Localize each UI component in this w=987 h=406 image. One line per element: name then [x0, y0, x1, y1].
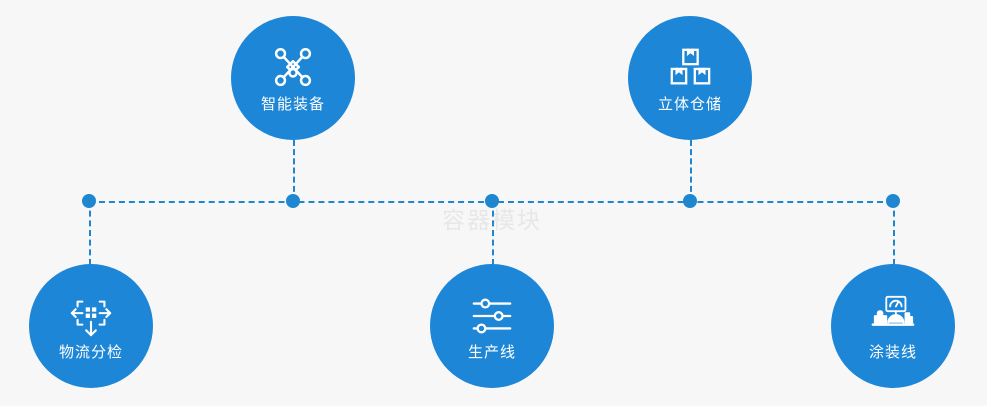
sliders-icon [468, 293, 516, 339]
watermark-label: 容器模块 [442, 207, 542, 233]
connector-production-line [492, 201, 494, 265]
node-smart-equipment[interactable]: 智能装备 [231, 16, 355, 140]
connector-stereoscopic-warehouse [690, 140, 692, 201]
connector-smart-equipment [293, 140, 295, 201]
junction-dot-painting-line [886, 194, 900, 208]
node-label-smart-equipment: 智能装备 [260, 95, 325, 113]
connector-painting-line [893, 201, 895, 265]
node-label-production-line: 生产线 [467, 343, 516, 361]
node-logistics-sorting[interactable]: 物流分检 [29, 264, 153, 388]
junction-dot-logistics-sorting [82, 194, 96, 208]
node-stereoscopic-warehouse[interactable]: 立体仓储 [628, 16, 752, 140]
junction-dot-smart-equipment [286, 194, 300, 208]
sorting-scan-arrows-icon [67, 293, 115, 339]
node-label-painting-line: 涂装线 [868, 343, 917, 361]
network-nodes-icon [269, 45, 317, 91]
node-label-stereoscopic-warehouse: 立体仓储 [657, 95, 722, 113]
node-painting-line[interactable]: 涂装线 [831, 264, 955, 388]
node-production-line[interactable]: 生产线 [430, 264, 554, 388]
stacked-boxes-icon [666, 45, 714, 91]
junction-dot-production-line [485, 194, 499, 208]
node-label-logistics-sorting: 物流分检 [58, 343, 123, 361]
junction-dot-stereoscopic-warehouse [683, 194, 697, 208]
factory-monitor-icon [869, 293, 917, 339]
connector-logistics-sorting [89, 201, 91, 265]
